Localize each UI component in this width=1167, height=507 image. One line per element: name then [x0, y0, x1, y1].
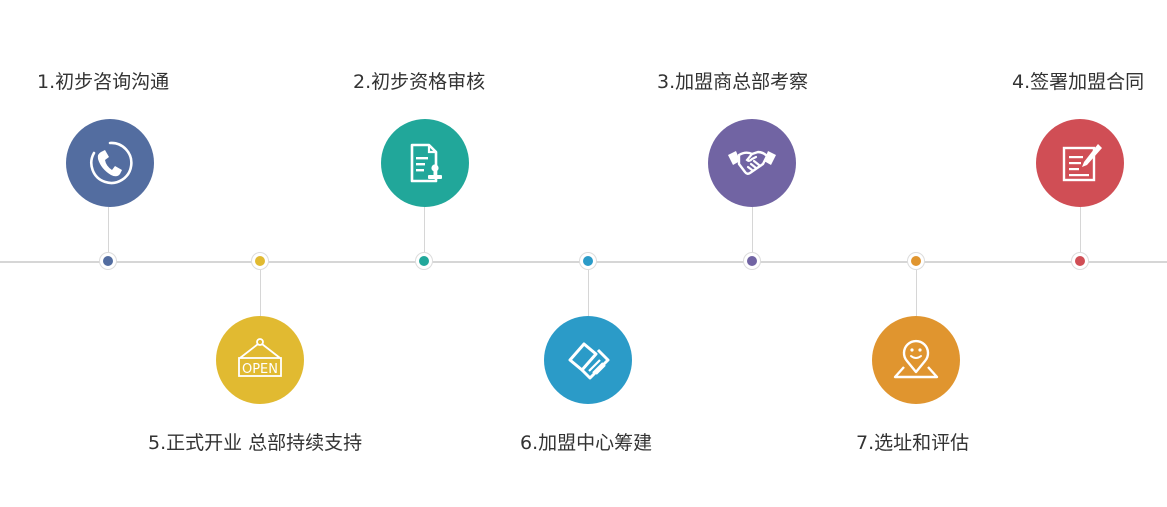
step-3-dot — [743, 252, 761, 270]
step-2-circle — [381, 119, 469, 207]
step-1-circle — [66, 119, 154, 207]
step-7-label: 7.选址和评估 — [856, 432, 970, 454]
step-4-circle — [1036, 119, 1124, 207]
step-2-label: 2.初步资格审核 — [353, 71, 486, 93]
step-7-dot — [907, 252, 925, 270]
step-2-dot — [415, 252, 433, 270]
step-7-circle — [872, 316, 960, 404]
step-6-label: 6.加盟中心筹建 — [520, 432, 653, 454]
step-1-label: 1.初步咨询沟通 — [37, 71, 170, 93]
step-6-dot — [579, 252, 597, 270]
step-3-label: 3.加盟商总部考察 — [657, 71, 809, 93]
step-4-label: 4.签署加盟合同 — [1012, 71, 1145, 93]
document-stamp-icon — [410, 143, 442, 183]
step-5-circle: OPEN — [216, 316, 304, 404]
step-6-circle — [544, 316, 632, 404]
phone-icon — [90, 141, 133, 185]
open-sign-icon: OPEN — [238, 338, 282, 377]
step-3-stem — [752, 207, 753, 252]
step-4-stem — [1080, 207, 1081, 252]
step-2-stem — [424, 207, 425, 252]
open-sign-text: OPEN — [242, 362, 278, 377]
step-5-label: 5.正式开业 总部持续支持 — [148, 432, 363, 454]
handshake-icon — [728, 150, 776, 175]
contract-pen-icon — [1062, 144, 1102, 182]
step-5-dot — [251, 252, 269, 270]
step-5-stem — [260, 270, 261, 316]
step-6-stem — [588, 270, 589, 316]
step-1-stem — [108, 207, 109, 252]
step-1-dot — [99, 252, 117, 270]
step-7-stem — [916, 270, 917, 316]
construction-icon — [568, 342, 610, 380]
step-4-dot — [1071, 252, 1089, 270]
step-3-circle — [708, 119, 796, 207]
location-pin-icon — [893, 339, 939, 379]
